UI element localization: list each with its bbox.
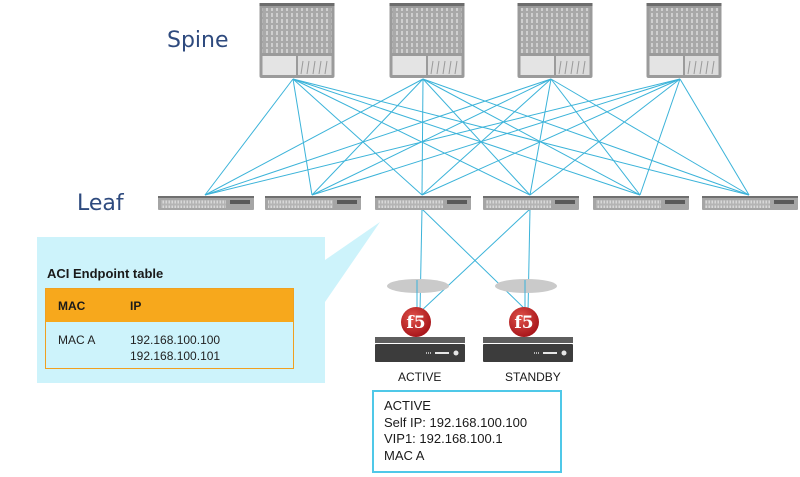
spine-switch-icon xyxy=(389,3,465,78)
appliance-icon xyxy=(483,344,573,362)
leaf-switch-icon xyxy=(158,196,254,210)
leaf-switch-icon xyxy=(593,196,689,210)
cell-mac: MAC A xyxy=(58,333,96,347)
info-line: ACTIVE xyxy=(384,398,431,413)
load-balancers: f5 f5 xyxy=(375,279,573,362)
server-link xyxy=(419,208,531,313)
fabric-link xyxy=(529,78,552,196)
standby-role-label: STANDBY xyxy=(505,370,561,384)
fabric-link xyxy=(292,78,531,196)
fabric-link xyxy=(204,78,552,196)
fabric-link xyxy=(292,78,313,196)
fabric-link xyxy=(422,78,641,196)
spine-switch-icon xyxy=(259,3,335,78)
f5-logo-text: f5 xyxy=(406,313,425,333)
f5-logo-text: f5 xyxy=(514,313,533,333)
active-info-box: ACTIVE Self IP: 192.168.100.100 VIP1: 19… xyxy=(372,390,562,473)
spine-label: Spine xyxy=(167,28,229,53)
endpoint-table-title: ACI Endpoint table xyxy=(47,266,164,281)
column-header-ip: IP xyxy=(130,298,142,313)
leaf-switch-icon xyxy=(483,196,579,210)
table-row: MAC A 192.168.100.100 192.168.100.101 xyxy=(46,322,293,364)
server-link xyxy=(419,208,423,313)
fabric-link xyxy=(204,78,424,196)
fabric-link xyxy=(421,78,424,196)
info-line: Self IP: 192.168.100.100 xyxy=(384,414,528,430)
leaf-label: Leaf xyxy=(77,191,125,216)
leaf-switches xyxy=(158,196,798,210)
active-device: f5 xyxy=(375,279,465,362)
fabric-link xyxy=(292,78,423,196)
info-line: MAC A xyxy=(384,447,425,463)
cell-ips: 192.168.100.100 192.168.100.101 xyxy=(130,332,293,364)
fabric-link xyxy=(311,78,681,196)
active-role-label: ACTIVE xyxy=(398,370,442,384)
fabric-link xyxy=(550,78,750,196)
fabric-link xyxy=(311,78,552,196)
f5-logo-icon xyxy=(401,307,431,337)
spine-switches xyxy=(259,3,722,78)
endpoint-table-header: MAC IP xyxy=(46,289,293,322)
appliance-top xyxy=(483,337,573,343)
bond-oval-icon xyxy=(495,279,557,293)
fabric-link xyxy=(679,78,750,196)
fabric-link xyxy=(204,78,681,196)
column-header-mac: MAC xyxy=(58,298,86,313)
appliance-icon xyxy=(375,344,465,362)
fabric-link xyxy=(204,78,294,196)
fabric-link xyxy=(292,78,750,196)
bond-oval-icon xyxy=(387,279,449,293)
spine-switch-icon xyxy=(517,3,593,78)
leaf-switch-icon xyxy=(265,196,361,210)
cell-ip: 192.168.100.101 xyxy=(130,349,221,363)
server-link xyxy=(527,208,531,313)
fabric-link xyxy=(639,78,681,196)
standby-device: f5 xyxy=(483,279,573,362)
leaf-switch-icon xyxy=(702,196,798,210)
endpoint-table: MAC IP MAC A 192.168.100.100 192.168.100… xyxy=(45,288,294,369)
fabric-link xyxy=(529,78,681,196)
info-line: VIP1: 192.168.100.1 xyxy=(384,431,503,446)
fabric-link xyxy=(292,78,641,196)
cell-ip: 192.168.100.100 xyxy=(130,333,221,347)
fabric-link xyxy=(311,78,424,196)
fabric-link xyxy=(422,78,531,196)
leaf-switch-icon xyxy=(375,196,471,210)
fabric-link xyxy=(421,78,681,196)
appliance-top xyxy=(375,337,465,343)
fabric-link xyxy=(422,78,750,196)
f5-logo-icon xyxy=(509,307,539,337)
spine-switch-icon xyxy=(646,3,722,78)
fabric-link xyxy=(550,78,641,196)
fabric-links xyxy=(204,78,750,313)
fabric-link xyxy=(421,78,552,196)
